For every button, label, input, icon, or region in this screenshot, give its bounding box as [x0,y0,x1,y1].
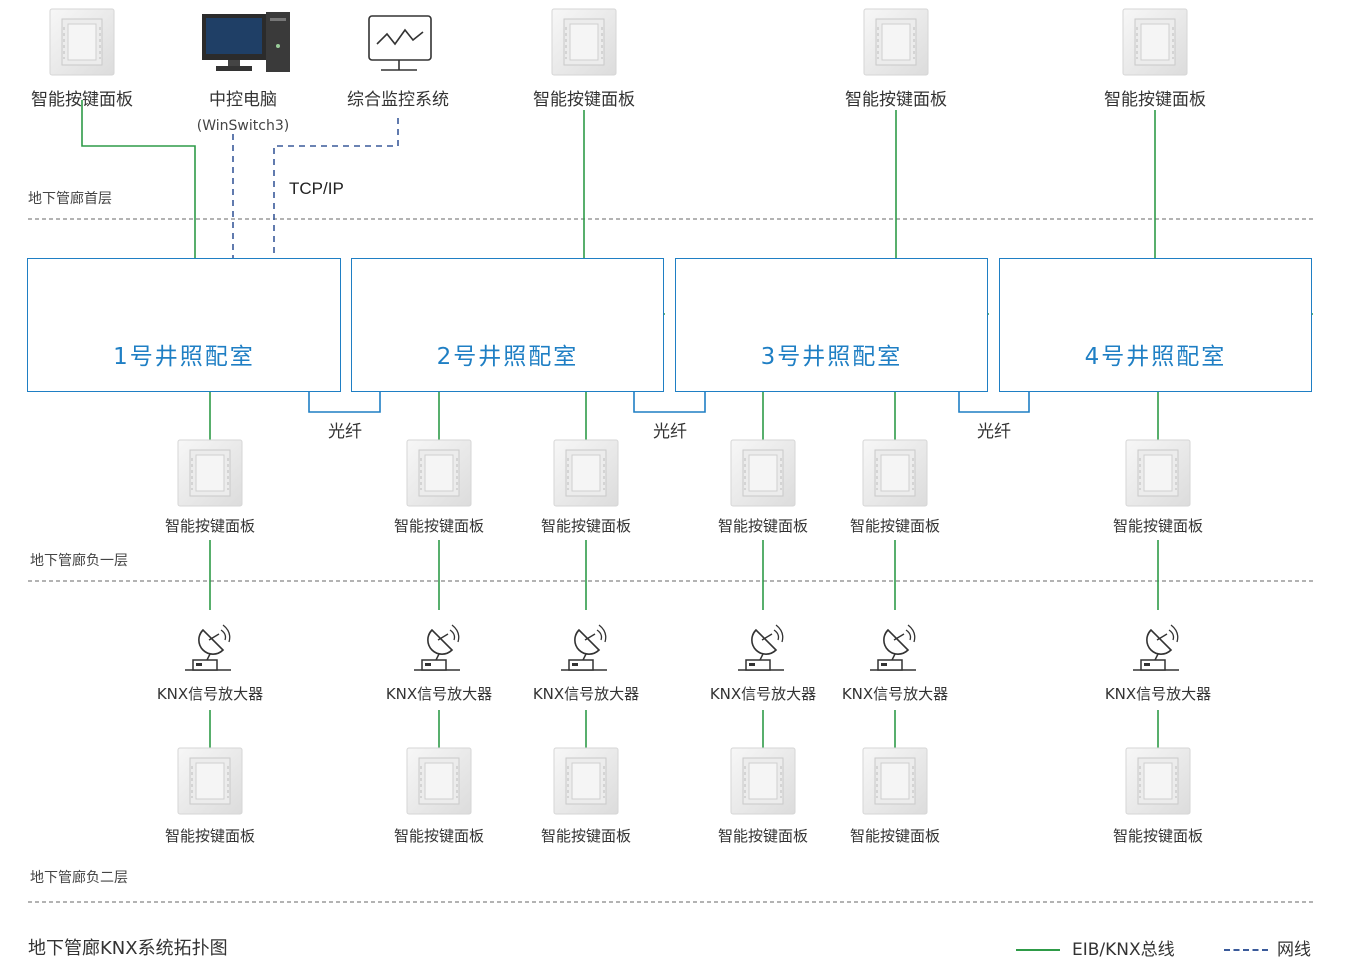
central-pc-label: 中控电脑 [209,90,277,110]
b2-panel-label: 智能按键面板 [393,827,485,845]
knx-amplifier-icon [560,624,608,671]
smart-panel-icon [1122,8,1188,76]
smart-panel-icon [730,439,796,507]
knx-amplifier-icon [737,624,785,671]
fiber-link [633,392,706,413]
b2-panel-label: 智能按键面板 [849,827,941,845]
room-1: 1号井照配室 [27,258,341,392]
knx-bus-line [81,100,196,258]
legend-bus-line [1016,949,1060,951]
legend-network-label: 网线 [1277,940,1311,960]
central-pc-software-label: (WinSwitch3) [196,118,290,134]
b1-panel-label: 智能按键面板 [540,517,632,535]
amplifier-label: KNX信号放大器 [532,685,640,703]
floor-label-b2: 地下管廊负二层 [30,870,128,886]
top-panel-1-label: 智能按键面板 [31,90,133,110]
room-2-title: 2号井照配室 [436,344,579,370]
smart-panel-icon [49,8,115,76]
smart-panel-icon [177,747,243,815]
b2-panel-label: 智能按键面板 [1112,827,1204,845]
floor-label-b1: 地下管廊负一层 [30,553,128,569]
b1-panel-label: 智能按键面板 [717,517,809,535]
room-2: 2号井照配室 [351,258,664,392]
computer-icon [276,44,280,48]
amplifier-label: KNX信号放大器 [1104,685,1212,703]
knx-amplifier-icon [413,624,461,671]
room-4-title: 4号井照配室 [1084,344,1227,370]
amplifier-label: KNX信号放大器 [841,685,949,703]
smart-panel-icon [730,747,796,815]
room-4: 4号井照配室 [999,258,1312,392]
smart-panel-icon [406,747,472,815]
b2-panel-label: 智能按键面板 [164,827,256,845]
tcp-ip-label: TCP/IP [289,179,344,198]
fiber-label-1: 光纤 [328,422,362,442]
monitoring-icon [376,28,424,46]
legend-network-line [1224,949,1268,951]
smart-panel-icon [1125,747,1191,815]
smart-panel-icon [863,8,929,76]
b1-panel-label: 智能按键面板 [393,517,485,535]
knx-amplifier-icon [869,624,917,671]
network-line [273,118,399,258]
knx-amplifier-icon [1132,624,1180,671]
amplifier-label: KNX信号放大器 [385,685,493,703]
computer-icon [206,18,262,54]
smart-panel-icon [553,439,619,507]
smart-panel-icon [551,8,617,76]
top-panel-2-label: 智能按键面板 [533,90,635,110]
amplifier-label: KNX信号放大器 [156,685,264,703]
room-3-title: 3号井照配室 [760,344,903,370]
fiber-link [308,392,381,413]
top-panel-3-label: 智能按键面板 [845,90,947,110]
smart-panel-icon [406,439,472,507]
b1-panel-label: 智能按键面板 [164,517,256,535]
b2-panel-label: 智能按键面板 [717,827,809,845]
fiber-link [958,392,1030,413]
computer-icon [228,60,240,66]
floor-label-ground: 地下管廊首层 [28,191,112,207]
b1-panel-label: 智能按键面板 [1112,517,1204,535]
room-1-title: 1号井照配室 [113,344,255,370]
fiber-label-3: 光纤 [977,422,1011,442]
knx-amplifier-icon [184,624,232,671]
fiber-label-2: 光纤 [653,422,687,442]
diagram-caption: 地下管廊KNX系统拓扑图 [28,938,228,959]
smart-panel-icon [1125,439,1191,507]
computer-icon [270,18,286,21]
smart-panel-icon [862,747,928,815]
room-3: 3号井照配室 [675,258,988,392]
smart-panel-icon [862,439,928,507]
computer-icon [216,66,252,71]
monitoring-system-label: 综合监控系统 [347,90,449,110]
legend-bus-label: EIB/KNX总线 [1072,940,1175,960]
amplifier-label: KNX信号放大器 [709,685,817,703]
smart-panel-icon [177,439,243,507]
smart-panel-icon [553,747,619,815]
top-panel-4-label: 智能按键面板 [1104,90,1206,110]
b2-panel-label: 智能按键面板 [540,827,632,845]
computer-icon [266,12,290,72]
b1-panel-label: 智能按键面板 [849,517,941,535]
